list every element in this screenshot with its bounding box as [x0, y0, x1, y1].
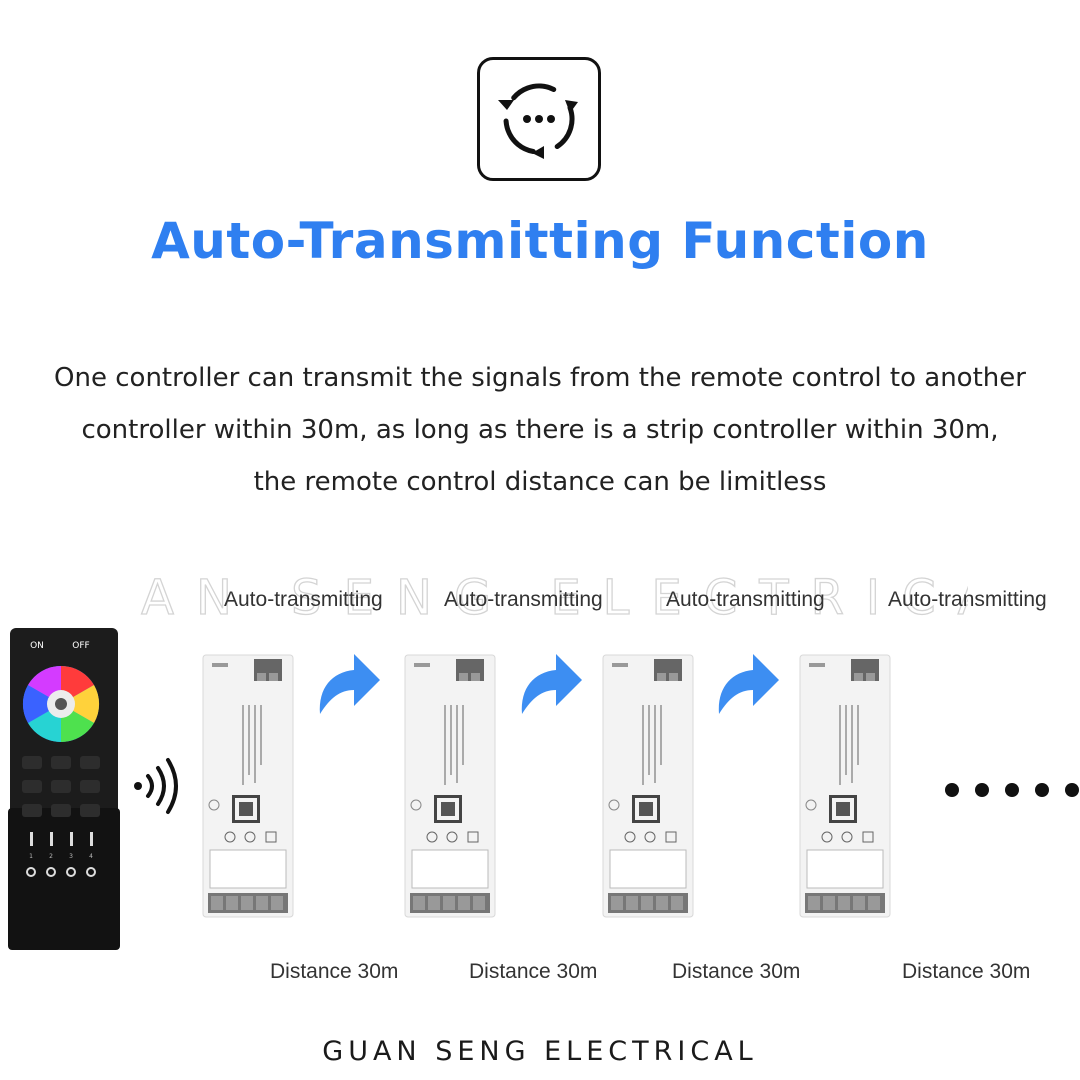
auto-transmit-icon [498, 83, 578, 159]
remote-control: ON OFF 1 2 3 4 [8, 628, 120, 950]
curved-arrow-icon [718, 654, 779, 714]
off-button-label: OFF [72, 641, 89, 651]
footer-brand: GUAN SENG ELECTRICAL [322, 1036, 758, 1067]
auto-transmitting-label: Auto-transmitting [224, 588, 383, 611]
color-wheel-icon [22, 665, 100, 743]
on-button-label: ON [30, 641, 44, 651]
curved-arrow-icon [319, 654, 380, 714]
distance-label: Distance 30m [902, 960, 1031, 983]
zone-number-label: 4 [89, 853, 93, 860]
description-line-1: One controller can transmit the signals … [54, 363, 1026, 393]
strip-controller [202, 654, 294, 918]
description-line-2: controller within 30m, as long as there … [81, 415, 999, 445]
curved-arrow-icon [521, 654, 582, 714]
strip-controller [602, 654, 694, 918]
description-line-3: the remote control distance can be limit… [253, 467, 827, 497]
more-dots-icon [945, 783, 1079, 797]
auto-transmitting-label: Auto-transmitting [444, 588, 603, 611]
distance-label: Distance 30m [469, 960, 598, 983]
signal-waves-icon [134, 758, 178, 814]
auto-transmitting-label: Auto-transmitting [888, 588, 1047, 611]
auto-transmit-icon-box [477, 57, 601, 181]
zone-number-label: 3 [69, 853, 73, 860]
strip-controller [799, 654, 891, 918]
page-title: Auto-Transmitting Function [151, 212, 929, 270]
zone-number-label: 2 [49, 853, 53, 860]
strip-controller [404, 654, 496, 918]
distance-label: Distance 30m [270, 960, 399, 983]
description: One controller can transmit the signals … [20, 352, 1060, 508]
watermark-text: GUAN SENG ELECTRICAL [118, 570, 968, 626]
distance-label: Distance 30m [672, 960, 801, 983]
zone-number-label: 1 [29, 853, 33, 860]
watermark: GUAN SENG ELECTRICAL [118, 569, 968, 626]
auto-transmitting-label: Auto-transmitting [666, 588, 825, 611]
